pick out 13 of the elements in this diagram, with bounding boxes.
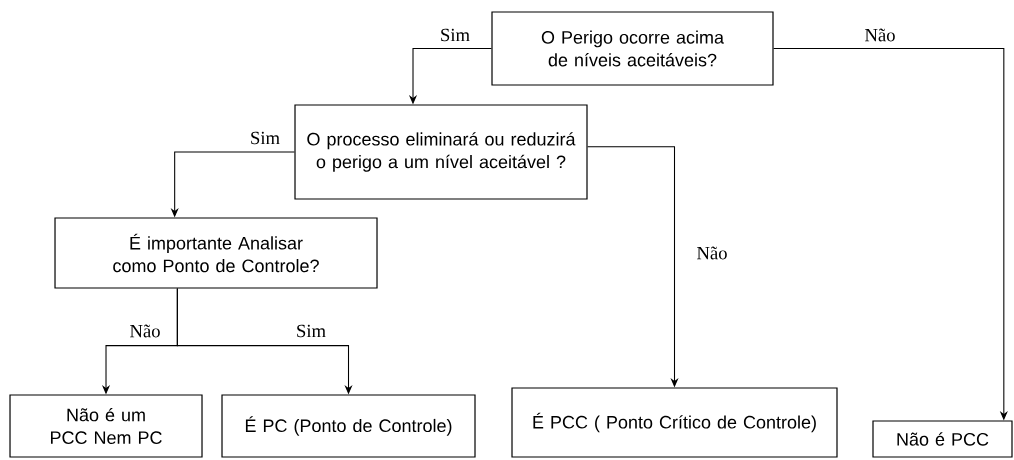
process-box: O Perigo ocorre acima de níveis aceitáveis? — [491, 11, 774, 86]
process-box: É PCC ( Ponto Crítico de Controle) — [511, 387, 838, 458]
process-box: Não é um PCC Nem PC — [9, 394, 203, 458]
process-box: É importante Analisar como Ponto de Controle? — [54, 217, 378, 289]
process-box: O processo eliminará ou reduzirá o perigo a um nível aceitável ? — [294, 104, 588, 200]
edge-label: Não — [695, 245, 729, 261]
edge-label: Não — [128, 323, 162, 339]
edge-label: Sim — [438, 27, 472, 43]
edge-label: Sim — [248, 130, 282, 146]
edge-label: Não — [863, 27, 897, 43]
process-box: É PC (Ponto de Controle) — [221, 394, 476, 458]
edge-label: Sim — [294, 323, 328, 339]
process-box: Não é PCC — [872, 420, 1013, 458]
